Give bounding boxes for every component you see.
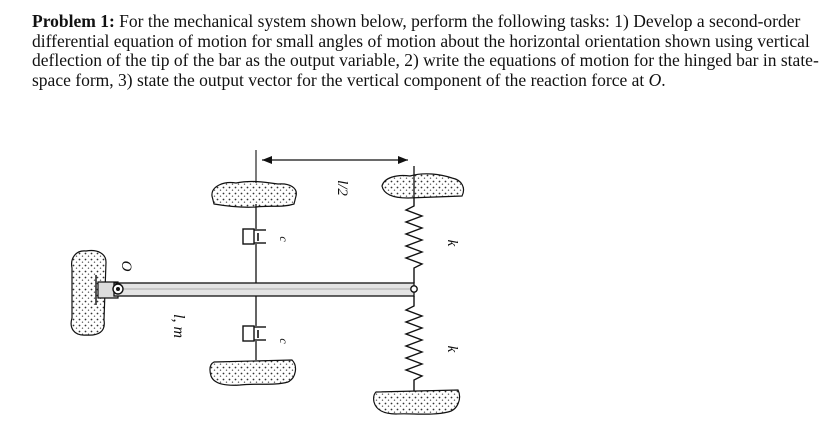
damper-lower [209, 296, 297, 386]
spring-label-lower: k [444, 346, 460, 353]
point-label: O [648, 69, 662, 90]
dimension-label: l/2 [334, 180, 350, 196]
pivot-label: O [118, 261, 134, 272]
wall-support [70, 249, 119, 336]
problem-end: . [661, 69, 666, 90]
pivot-pin [112, 283, 124, 295]
spring-lower [373, 285, 461, 415]
problem-label: Problem 1: [32, 11, 115, 31]
spring-label-upper: k [444, 240, 460, 247]
problem-text: For the mechanical system shown below, p… [32, 11, 819, 90]
damper-label-lower: c [277, 338, 291, 344]
problem-statement: Problem 1: For the mechanical system sho… [32, 11, 822, 90]
spring-upper [381, 166, 465, 283]
dimension-marker [255, 150, 408, 183]
bar [113, 282, 415, 297]
bar-label: l, m [170, 314, 187, 338]
damper-label-upper: c [277, 236, 291, 242]
damper-upper [211, 180, 297, 283]
